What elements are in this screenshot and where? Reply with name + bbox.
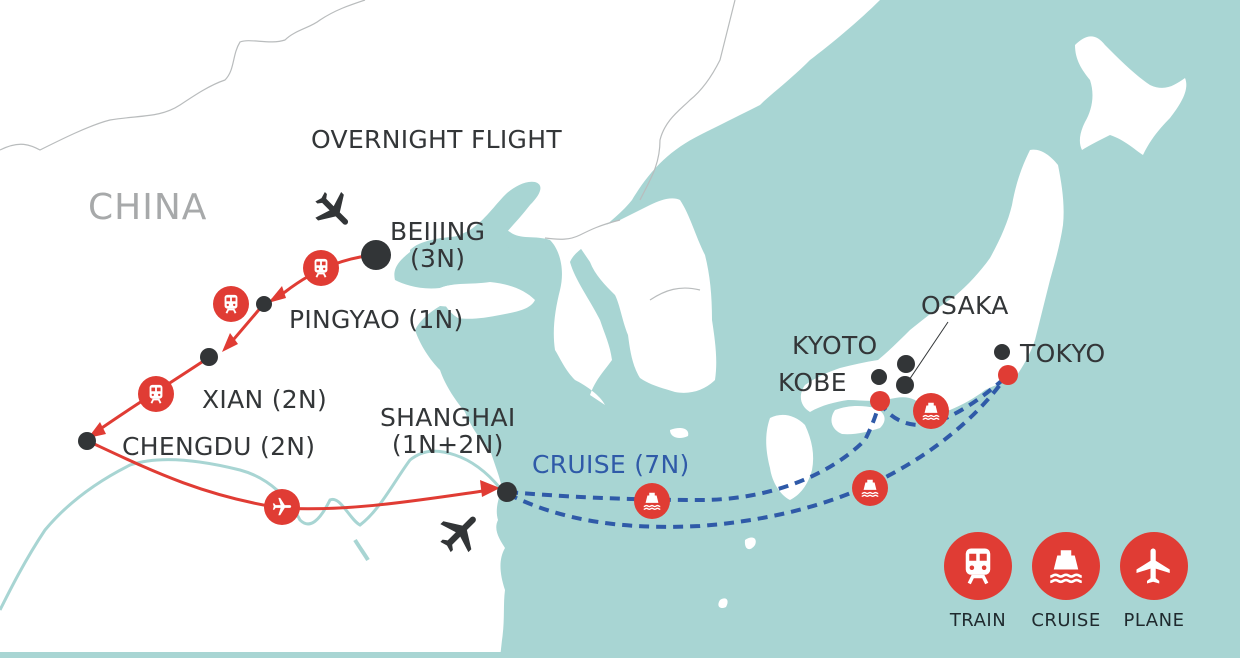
river bbox=[0, 449, 502, 611]
country-label-china: CHINA bbox=[88, 187, 208, 228]
legend-train-circle bbox=[944, 532, 1012, 600]
train-icon bbox=[149, 384, 163, 404]
plane-marker-chengdu-shanghai bbox=[264, 489, 300, 525]
legend-label-train: TRAIN bbox=[949, 610, 1007, 631]
border-line bbox=[0, 0, 366, 151]
train-marker-xian-chengdu bbox=[138, 376, 174, 412]
legend-item-plane: PLANE bbox=[1120, 532, 1188, 631]
plane-icon bbox=[272, 497, 292, 516]
city-nights-shanghai: (1N+2N) bbox=[391, 430, 504, 459]
legend: TRAIN CRUISE PLANE bbox=[944, 532, 1188, 631]
korea-land bbox=[575, 198, 717, 393]
train-icon bbox=[314, 258, 328, 278]
cruise-route-shanghai-tokyo bbox=[507, 376, 1007, 529]
city-nights-beijing: (3N) bbox=[409, 244, 466, 273]
city-dot-chengdu[interactable] bbox=[78, 432, 96, 450]
ship-icon bbox=[922, 402, 940, 420]
city-label-chengdu: CHENGDU (2N) bbox=[122, 432, 316, 461]
city-dot-beijing[interactable] bbox=[361, 240, 391, 270]
legend-cruise-circle bbox=[1032, 532, 1100, 600]
ship-icon bbox=[643, 492, 661, 510]
cruise-marker-pacific bbox=[852, 470, 888, 506]
legend-label-cruise: CRUISE bbox=[1031, 610, 1101, 631]
city-dot-osaka[interactable] bbox=[896, 376, 914, 394]
plane-icon bbox=[1136, 548, 1170, 584]
city-dot-pingyao[interactable] bbox=[256, 296, 272, 312]
city-dot-tokyo[interactable] bbox=[994, 344, 1010, 360]
legend-plane-circle bbox=[1120, 532, 1188, 600]
city-label-pingyao: PINGYAO (1N) bbox=[289, 305, 464, 334]
train-marker-pingyao-xian bbox=[213, 286, 249, 322]
cruise-label: CRUISE (7N) bbox=[532, 450, 690, 479]
city-label-xian: XIAN (2N) bbox=[202, 385, 328, 414]
train-marker-beijing-pingyao bbox=[303, 250, 339, 286]
legend-item-cruise: CRUISE bbox=[1031, 532, 1101, 631]
overnight-flight-label: OVERNIGHT FLIGHT bbox=[311, 125, 562, 154]
city-label-kyoto: KYOTO bbox=[792, 331, 878, 360]
city-label-osaka: OSAKA bbox=[921, 291, 1009, 320]
city-name-beijing: BEIJING bbox=[390, 217, 486, 246]
ship-icon bbox=[1050, 550, 1082, 584]
cruise-marker-east-china-sea bbox=[634, 483, 670, 519]
overnight-flight-plane-icon bbox=[315, 192, 349, 225]
port-dot-kobe bbox=[870, 391, 890, 411]
city-dot-kobe[interactable] bbox=[871, 369, 887, 385]
shanghai-flight-plane-icon bbox=[440, 516, 476, 553]
cruise-route-shanghai-kobe bbox=[507, 399, 882, 503]
legend-item-train: TRAIN bbox=[944, 532, 1012, 631]
train-icon bbox=[965, 548, 991, 585]
city-label-kobe: KOBE bbox=[778, 368, 847, 397]
city-dot-kyoto[interactable] bbox=[897, 355, 915, 373]
city-label-beijing: BEIJING (3N) bbox=[390, 218, 485, 272]
hokkaido-land bbox=[1075, 36, 1187, 155]
port-dot-tokyo bbox=[998, 365, 1018, 385]
train-icon bbox=[224, 294, 238, 314]
city-dot-xian[interactable] bbox=[200, 348, 218, 366]
city-label-tokyo: TOKYO bbox=[1020, 339, 1106, 368]
city-dot-shanghai[interactable] bbox=[497, 482, 517, 502]
legend-label-plane: PLANE bbox=[1123, 610, 1185, 631]
ship-icon bbox=[861, 479, 879, 497]
city-name-shanghai: SHANGHAI bbox=[380, 403, 516, 432]
cruise-marker-kobe-tokyo bbox=[913, 393, 949, 429]
shikoku-land bbox=[831, 405, 885, 435]
city-label-shanghai: SHANGHAI (1N+2N) bbox=[380, 404, 516, 458]
